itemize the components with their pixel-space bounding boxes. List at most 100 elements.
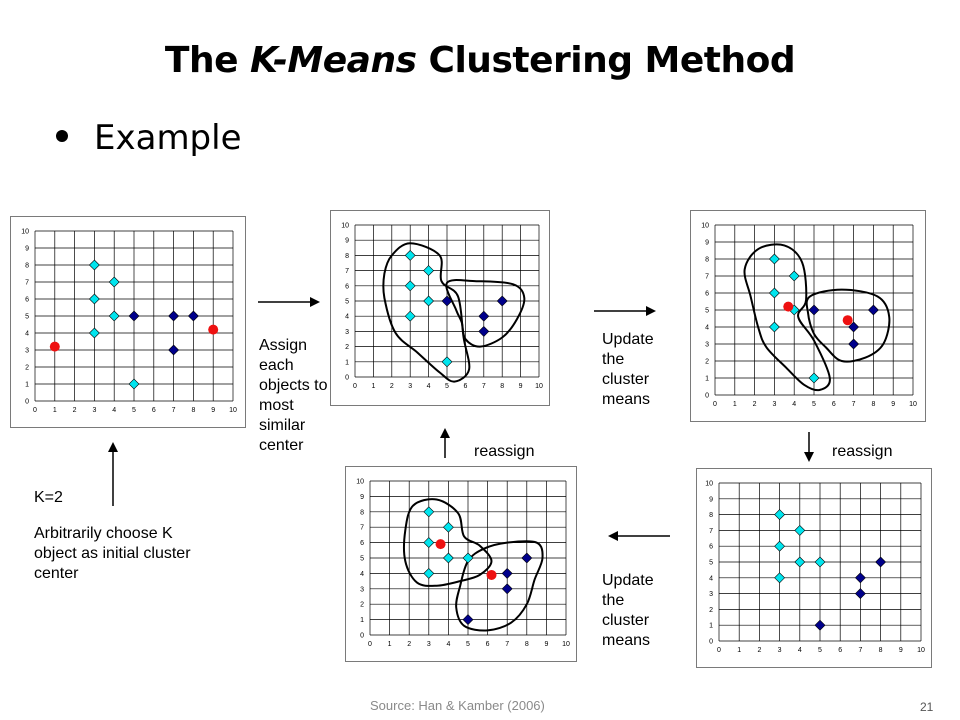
y-tick-label: 0 bbox=[25, 399, 29, 406]
data-point-cluster-b bbox=[168, 344, 180, 356]
x-tick-label: 2 bbox=[73, 407, 77, 414]
x-tick-label: 3 bbox=[778, 647, 782, 654]
x-tick-label: 9 bbox=[519, 383, 523, 390]
y-tick-label: 2 bbox=[709, 607, 713, 614]
x-tick-label: 7 bbox=[858, 647, 862, 654]
y-tick-label: 7 bbox=[345, 268, 349, 275]
data-point-cluster-a bbox=[88, 327, 100, 339]
y-tick-label: 6 bbox=[360, 540, 364, 547]
x-tick-label: 6 bbox=[838, 647, 842, 654]
y-tick-label: 10 bbox=[21, 229, 29, 236]
data-point-cluster-a bbox=[404, 280, 416, 292]
data-point-cluster-b bbox=[441, 295, 453, 307]
y-tick-label: 2 bbox=[705, 359, 709, 366]
y-tick-label: 1 bbox=[25, 382, 29, 389]
label-choose: Arbitrarily choose K object as initial c… bbox=[34, 525, 191, 582]
x-tick-label: 8 bbox=[525, 641, 529, 648]
data-point-cluster-a bbox=[423, 567, 435, 579]
cluster-outline bbox=[455, 540, 544, 632]
x-tick-label: 0 bbox=[33, 407, 37, 414]
x-tick-label: 6 bbox=[463, 383, 467, 390]
data-point-cluster-b bbox=[187, 310, 199, 322]
cluster-center-point bbox=[486, 569, 497, 580]
x-tick-label: 1 bbox=[737, 647, 741, 654]
arrow-right-icon bbox=[258, 297, 320, 307]
data-point-cluster-b bbox=[462, 614, 474, 626]
y-tick-label: 6 bbox=[25, 297, 29, 304]
y-tick-label: 8 bbox=[705, 257, 709, 264]
y-tick-label: 0 bbox=[345, 375, 349, 382]
y-tick-label: 7 bbox=[25, 280, 29, 287]
x-tick-label: 2 bbox=[390, 383, 394, 390]
data-point-cluster-b bbox=[128, 310, 140, 322]
y-tick-label: 0 bbox=[705, 393, 709, 400]
y-tick-label: 4 bbox=[25, 331, 29, 338]
y-tick-label: 0 bbox=[709, 639, 713, 646]
data-point-cluster-b bbox=[501, 567, 513, 579]
label-reassign-left: reassign bbox=[474, 443, 535, 460]
data-point-cluster-b bbox=[854, 588, 866, 600]
y-tick-label: 3 bbox=[345, 329, 349, 336]
y-tick-label: 3 bbox=[705, 342, 709, 349]
x-tick-label: 3 bbox=[408, 383, 412, 390]
x-tick-label: 10 bbox=[562, 641, 570, 648]
x-tick-label: 0 bbox=[713, 401, 717, 408]
x-tick-label: 10 bbox=[917, 647, 925, 654]
x-tick-label: 8 bbox=[191, 407, 195, 414]
data-point-cluster-b bbox=[168, 310, 180, 322]
data-point-cluster-b bbox=[854, 572, 866, 584]
y-tick-label: 9 bbox=[360, 494, 364, 501]
y-tick-label: 10 bbox=[341, 223, 349, 230]
arrow-up-icon bbox=[108, 442, 118, 506]
data-point-cluster-a bbox=[108, 276, 120, 288]
cluster-outline bbox=[445, 279, 526, 348]
data-point-cluster-a bbox=[794, 556, 806, 568]
x-tick-label: 5 bbox=[466, 641, 470, 648]
x-tick-label: 0 bbox=[717, 647, 721, 654]
x-tick-label: 8 bbox=[500, 383, 504, 390]
data-point-cluster-a bbox=[774, 509, 786, 521]
x-tick-label: 4 bbox=[798, 647, 802, 654]
cluster-outline bbox=[743, 243, 831, 392]
y-tick-label: 2 bbox=[25, 365, 29, 372]
x-tick-label: 0 bbox=[353, 383, 357, 390]
y-tick-label: 9 bbox=[25, 246, 29, 253]
arrow-left-icon bbox=[608, 531, 670, 541]
x-tick-label: 4 bbox=[112, 407, 116, 414]
data-point-cluster-a bbox=[108, 310, 120, 322]
data-point-cluster-a bbox=[768, 287, 780, 299]
data-point-cluster-a bbox=[808, 372, 820, 384]
bullet-example: Example bbox=[56, 118, 242, 158]
y-tick-label: 10 bbox=[701, 223, 709, 230]
x-tick-label: 3 bbox=[772, 401, 776, 408]
cluster-outline bbox=[382, 242, 471, 383]
y-tick-label: 9 bbox=[705, 240, 709, 247]
x-tick-label: 9 bbox=[211, 407, 215, 414]
source-note: Source: Han & Kamber (2006) bbox=[370, 698, 545, 713]
x-tick-label: 2 bbox=[407, 641, 411, 648]
x-tick-label: 7 bbox=[172, 407, 176, 414]
y-tick-label: 2 bbox=[345, 344, 349, 351]
y-tick-label: 4 bbox=[705, 325, 709, 332]
x-tick-label: 4 bbox=[446, 641, 450, 648]
x-tick-label: 10 bbox=[535, 383, 543, 390]
cluster-outline bbox=[805, 288, 891, 363]
data-point-cluster-a bbox=[768, 253, 780, 265]
label-update-bottom: Update the cluster means bbox=[602, 572, 654, 649]
x-tick-label: 4 bbox=[427, 383, 431, 390]
y-tick-label: 5 bbox=[705, 308, 709, 315]
slide-title: The K-Means Clustering Method bbox=[164, 40, 796, 81]
cluster-center-point bbox=[208, 324, 219, 335]
data-point-cluster-b bbox=[521, 552, 533, 564]
x-tick-label: 7 bbox=[482, 383, 486, 390]
y-tick-label: 1 bbox=[705, 376, 709, 383]
x-tick-label: 2 bbox=[753, 401, 757, 408]
data-point-cluster-b bbox=[808, 304, 820, 316]
